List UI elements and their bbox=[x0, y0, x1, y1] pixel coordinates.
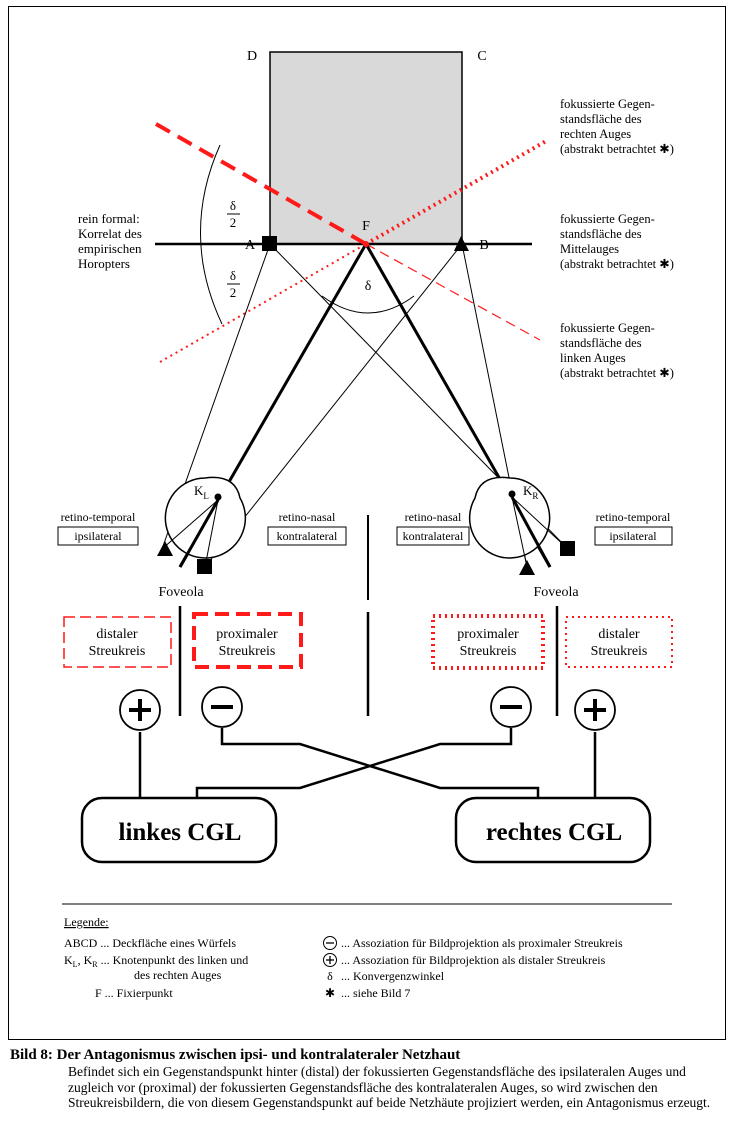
half-delta-lower-den: 2 bbox=[230, 285, 237, 300]
proximaler-label-right: proximaler bbox=[457, 627, 519, 642]
right-node-label: KR bbox=[523, 483, 538, 501]
half-delta-upper-num: δ bbox=[230, 198, 236, 213]
retino-nasal-left: retino-nasal bbox=[279, 510, 336, 524]
distaler-streukreis-right bbox=[565, 616, 673, 668]
svg-text:Mittelauges: Mittelauges bbox=[560, 242, 619, 256]
figure-frame bbox=[8, 6, 726, 1040]
caption: Bild 8: Der Antagonismus zwischen ipsi- … bbox=[10, 1046, 730, 1111]
legend-star-symbol: ✱ bbox=[325, 986, 335, 1000]
fixation-point bbox=[363, 241, 369, 247]
legend-title: Legende: bbox=[64, 915, 109, 929]
left-eye-plane-dashed-upper bbox=[155, 122, 367, 246]
left-cgl-label: linkes CGL bbox=[119, 819, 242, 846]
legend-abcd: ABCD ... Deckfläche eines Würfels bbox=[64, 936, 236, 950]
svg-text:rein formal:: rein formal: bbox=[78, 211, 140, 226]
note-right-eye: fokussierte Gegen- standsfläche des rech… bbox=[560, 97, 674, 156]
half-angle-arc bbox=[200, 144, 223, 325]
svg-text:Korrelat des: Korrelat des bbox=[78, 226, 142, 241]
left-node-point bbox=[214, 493, 222, 501]
retino-temporal-left: retino-temporal bbox=[61, 510, 136, 524]
svg-text:(abstrakt betrachtet ✱): (abstrakt betrachtet ✱) bbox=[560, 257, 674, 271]
caption-title: Bild 8: Der Antagonismus zwischen ipsi- … bbox=[10, 1047, 461, 1063]
right-eye bbox=[468, 476, 551, 559]
right-cgl-box bbox=[454, 796, 652, 864]
caption-body: Befindet sich ein Gegenstandspunkt hinte… bbox=[68, 1064, 711, 1110]
proximaler-label-left: proximaler bbox=[216, 627, 278, 642]
ipsilateral-left: ipsilateral bbox=[74, 529, 122, 543]
marker-b-triangle bbox=[454, 236, 469, 251]
legend-delta-symbol: δ bbox=[327, 969, 333, 983]
svg-text:fokussierte Gegen-: fokussierte Gegen- bbox=[560, 97, 655, 111]
foveola-right: Foveola bbox=[533, 585, 579, 600]
label-b: B bbox=[479, 238, 488, 253]
half-delta-lower-num: δ bbox=[230, 268, 236, 283]
streukreis-label-right-1: Streukreis bbox=[460, 644, 517, 659]
svg-text:rechten Auges: rechten Auges bbox=[560, 127, 631, 141]
svg-text:fokussierte Gegen-: fokussierte Gegen- bbox=[560, 212, 655, 226]
legend-plus: ... Assoziation für Bildprojektion als d… bbox=[341, 953, 606, 967]
svg-text:standsfläche des: standsfläche des bbox=[560, 227, 642, 241]
left-node-label: KL bbox=[194, 483, 209, 501]
streukreis-label-left-1: Streukreis bbox=[89, 644, 146, 659]
label-f: F bbox=[362, 219, 370, 234]
cube-face bbox=[269, 51, 463, 245]
retino-nasal-right: retino-nasal bbox=[405, 510, 462, 524]
proximaler-streukreis-left bbox=[192, 612, 303, 669]
diagram: D C A B F δ δ 2 δ 2 rein formal: Korrela… bbox=[57, 49, 674, 1000]
legend-k-2: des rechten Auges bbox=[134, 968, 222, 982]
kontralateral-box-left bbox=[267, 526, 347, 546]
ipsilateral-right: ipsilateral bbox=[609, 529, 657, 543]
right-eye-plane-dotted-lower bbox=[159, 243, 367, 363]
half-delta-upper-den: 2 bbox=[230, 215, 237, 230]
right-cgl-label: rechtes CGL bbox=[486, 819, 622, 846]
label-d: D bbox=[247, 49, 257, 64]
legend-k: KL, KR ... Knotenpunkt des linken und bbox=[64, 953, 248, 969]
note-middle-eye: fokussierte Gegen- standsfläche des Mitt… bbox=[560, 212, 674, 271]
ipsilateral-box-right bbox=[594, 526, 673, 546]
left-eye-plane-dashed-lower bbox=[365, 243, 541, 341]
svg-text:linken Auges: linken Auges bbox=[560, 351, 626, 365]
svg-text:Horopters: Horopters bbox=[78, 256, 130, 271]
ipsilateral-box-left bbox=[57, 526, 139, 546]
label-a: A bbox=[245, 238, 256, 253]
svg-text:(abstrakt betrachtet ✱): (abstrakt betrachtet ✱) bbox=[560, 366, 674, 380]
legend-delta: ... Konvergenzwinkel bbox=[341, 969, 445, 983]
svg-text:standsfläche des: standsfläche des bbox=[560, 336, 642, 350]
svg-text:empirischen: empirischen bbox=[78, 241, 142, 256]
left-retina-square bbox=[197, 559, 212, 574]
note-left-eye: fokussierte Gegen- standsfläche des link… bbox=[560, 321, 674, 380]
minus-right-cross bbox=[195, 728, 513, 798]
left-eye bbox=[164, 476, 247, 559]
left-retina-triangle bbox=[157, 541, 173, 556]
right-retina-triangle bbox=[519, 560, 535, 575]
svg-text:(abstrakt betrachtet ✱): (abstrakt betrachtet ✱) bbox=[560, 142, 674, 156]
kontralateral-right: kontralateral bbox=[403, 529, 464, 543]
marker-a-square bbox=[262, 236, 277, 251]
distaler-label-left: distaler bbox=[96, 627, 138, 642]
kontralateral-box-right bbox=[396, 526, 470, 546]
streukreis-label-left-2: Streukreis bbox=[219, 644, 276, 659]
right-node-point bbox=[508, 490, 516, 498]
right-eye-plane-dotted-upper bbox=[365, 138, 549, 246]
legend-minus: ... Assoziation für Bildprojektion als p… bbox=[341, 936, 623, 950]
left-cgl-box bbox=[80, 796, 278, 864]
legend-f: F ... Fixierpunkt bbox=[95, 986, 173, 1000]
proximaler-streukreis-right bbox=[431, 614, 545, 670]
retino-temporal-right: retino-temporal bbox=[596, 510, 671, 524]
ray-b-left bbox=[204, 243, 463, 568]
right-retina-square bbox=[560, 541, 575, 556]
svg-text:standsfläche des: standsfläche des bbox=[560, 112, 642, 126]
legend-star: ... siehe Bild 7 bbox=[341, 986, 410, 1000]
label-c: C bbox=[477, 49, 486, 64]
svg-text:fokussierte Gegen-: fokussierte Gegen- bbox=[560, 321, 655, 335]
left-note: rein formal: Korrelat des empirischen Ho… bbox=[78, 211, 142, 271]
distaler-streukreis-left bbox=[63, 616, 172, 668]
label-delta: δ bbox=[365, 279, 372, 294]
distaler-label-right: distaler bbox=[598, 627, 640, 642]
kontralateral-left: kontralateral bbox=[277, 529, 338, 543]
streukreis-label-right-2: Streukreis bbox=[591, 644, 648, 659]
foveola-left: Foveola bbox=[158, 585, 204, 600]
